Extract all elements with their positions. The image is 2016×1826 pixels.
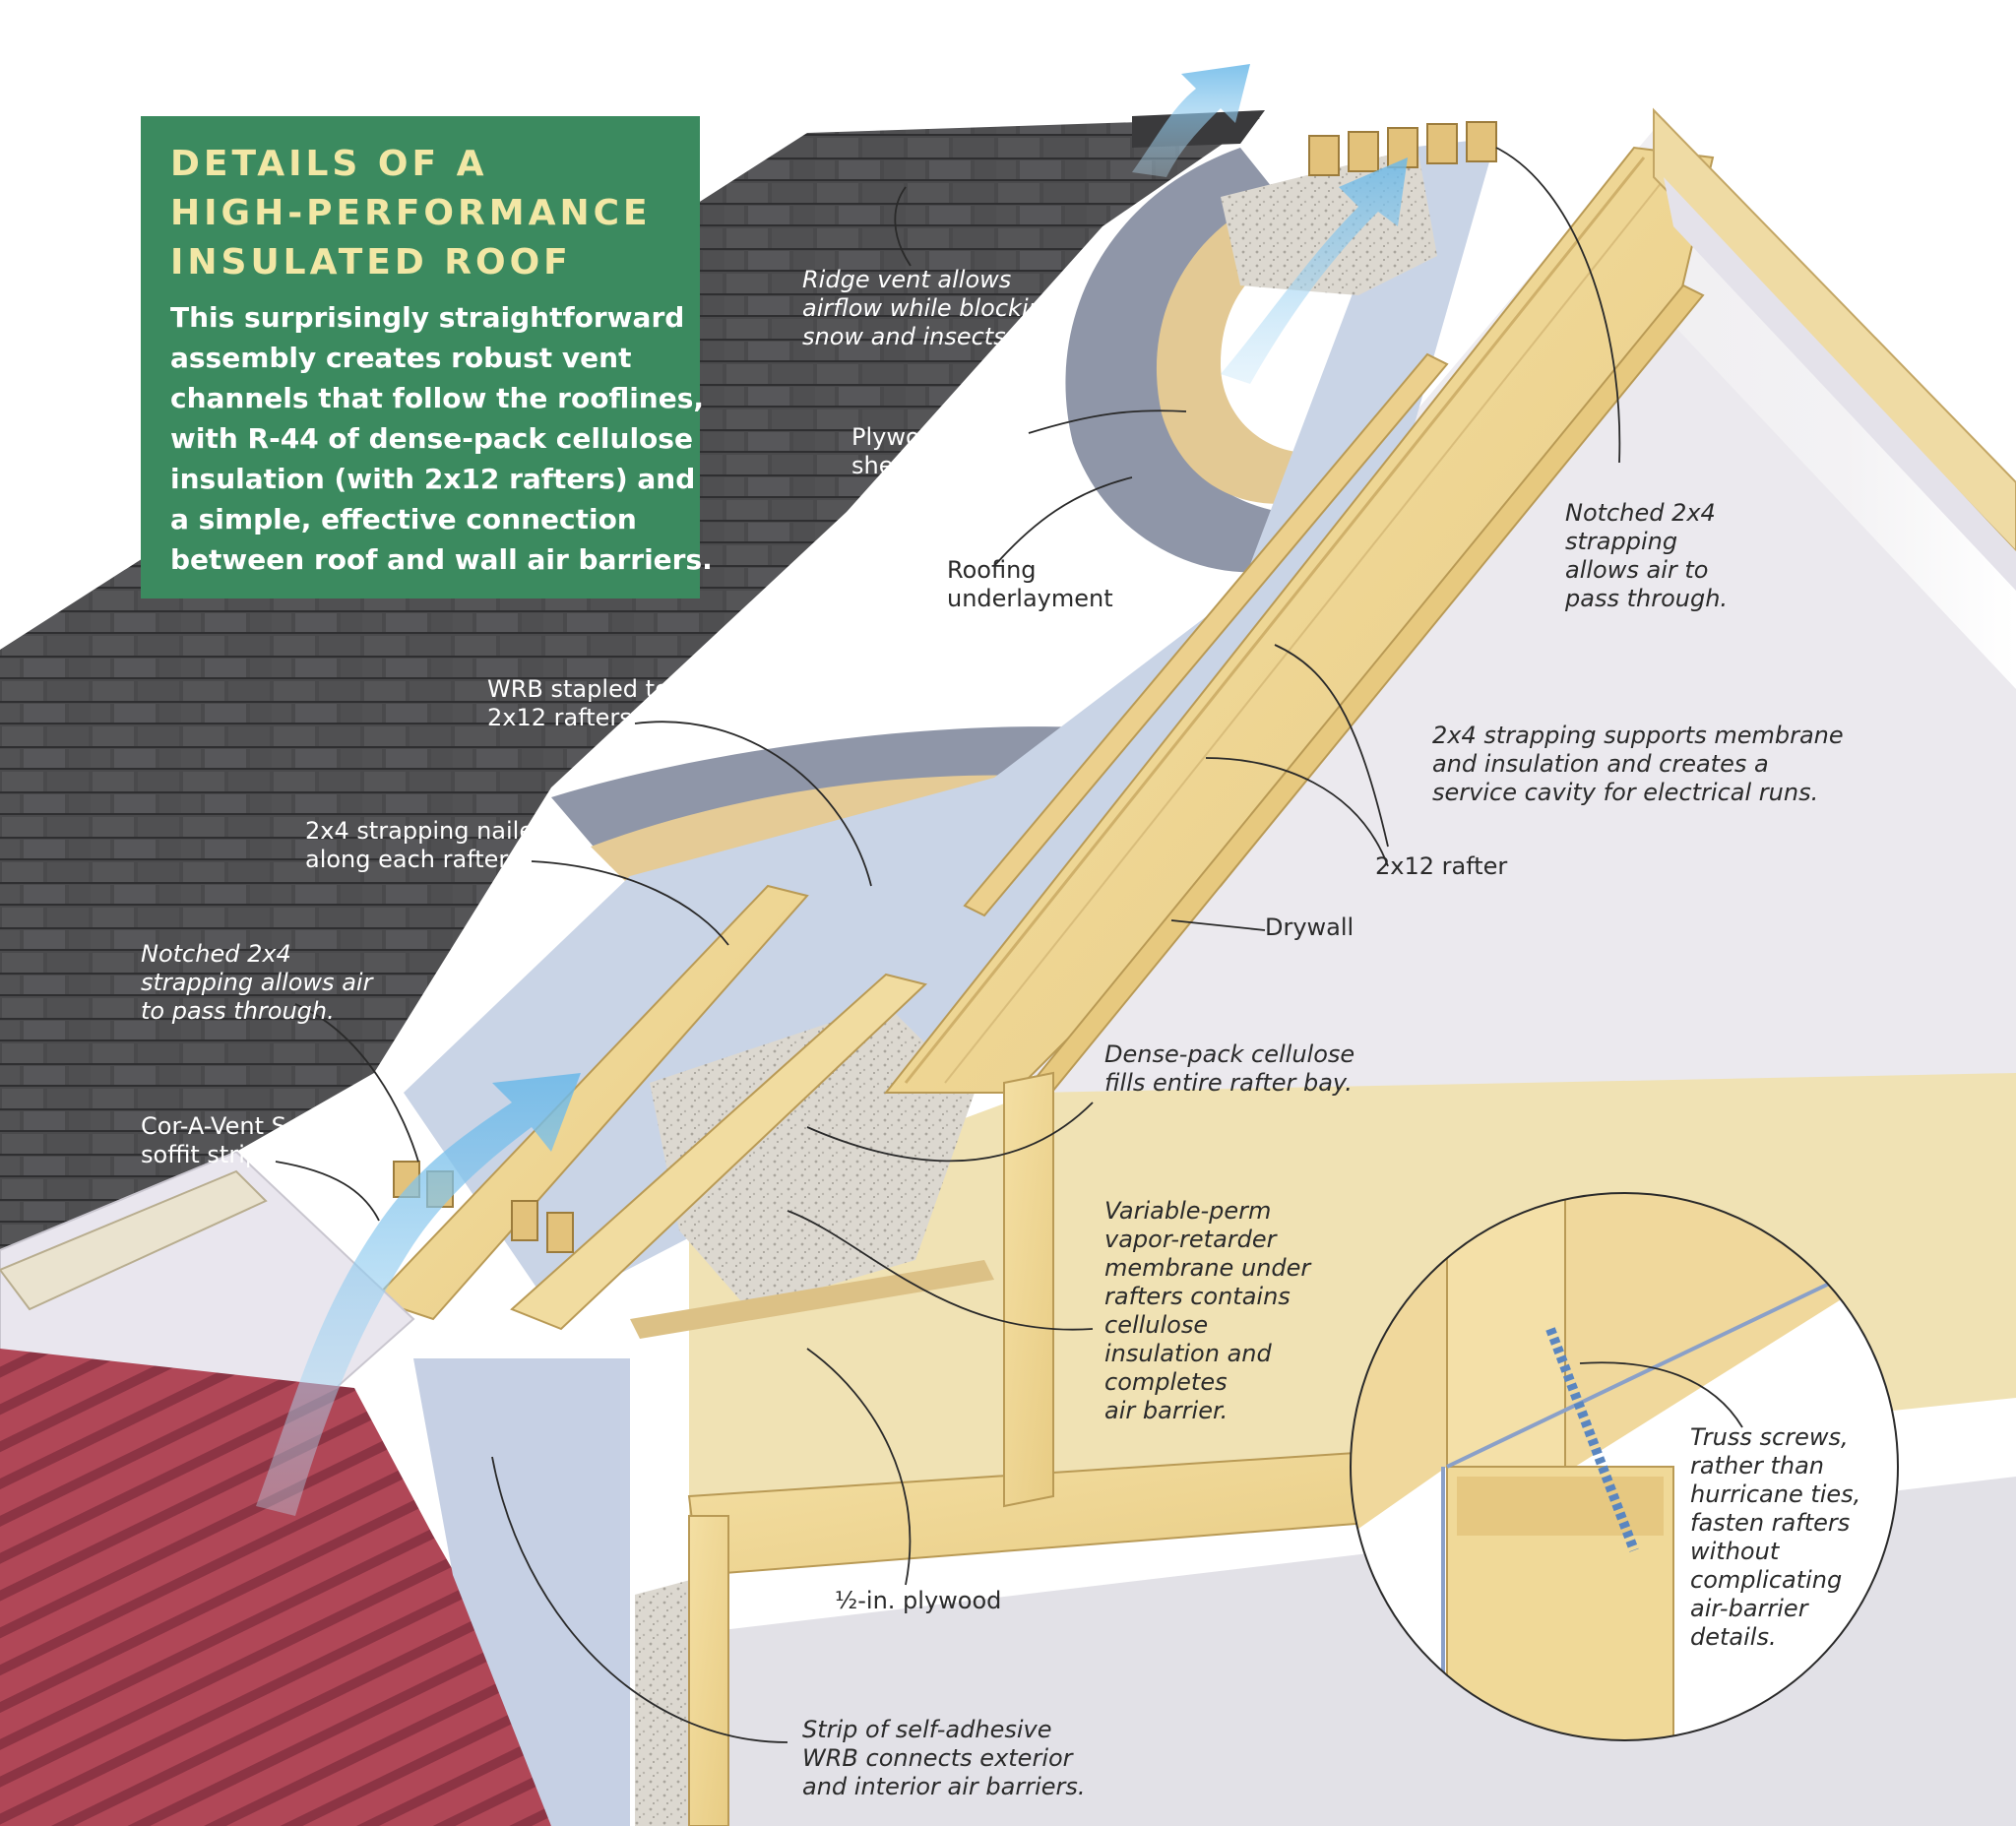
title-line-3: INSULATED ROOF [170,242,572,283]
gable-fascia [1653,107,2016,553]
gutter [0,1169,268,1311]
gable-trim [1664,177,2016,591]
intro-line: assembly creates robust vent [170,342,632,374]
intro-line: between roof and wall air barriers. [170,543,713,576]
intro-line: channels that follow the rooflines, [170,382,705,414]
label-half-plywood: ½-in. plywood [835,1587,1002,1614]
plywood-sheathing-layer [1156,197,1309,504]
title-line-1: DETAILS OF A [170,144,488,184]
intro-text: This surprisingly straightforward assemb… [170,297,713,580]
airflow-arrow-channel [1221,157,1408,384]
intro-line: insulation (with 2x12 rafters) and [170,463,696,495]
front-rafter [510,973,928,1331]
label-rafter: 2x12 rafter [1375,852,1508,880]
roof-shingles [0,118,1260,1250]
title-panel: DETAILS OF A HIGH-PERFORMANCE INSULATED … [141,116,713,598]
truss-screw-detail [1350,1192,1899,1741]
airflow-arrow-soffit [256,1073,581,1516]
truss-screw-icon [1545,1327,1639,1552]
label-drywall: Drywall [1265,913,1354,941]
exterior-siding [0,1349,551,1826]
title-line-2: HIGH-PERFORMANCE [170,193,652,233]
intro-line: a simple, effective connection [170,503,637,535]
roofing-underlayment-layer [1065,148,1280,573]
ridge-notched-strapping [1308,121,1497,176]
stud [688,1515,729,1826]
leader-arrows [275,147,1743,1743]
knee-wall-stud [1003,1071,1054,1508]
wall-wrb [413,1358,630,1826]
airflow-arrow-ridge [1132,64,1250,177]
intro-line: with R-44 of dense-pack cellulose [170,422,693,455]
plywood-subfloor [630,1260,994,1339]
intro-line: This surprisingly straightforward [170,301,685,334]
lower-rafter [372,884,809,1321]
dense-pack-cellulose [650,1004,975,1309]
strap-diagonal [963,352,1449,917]
